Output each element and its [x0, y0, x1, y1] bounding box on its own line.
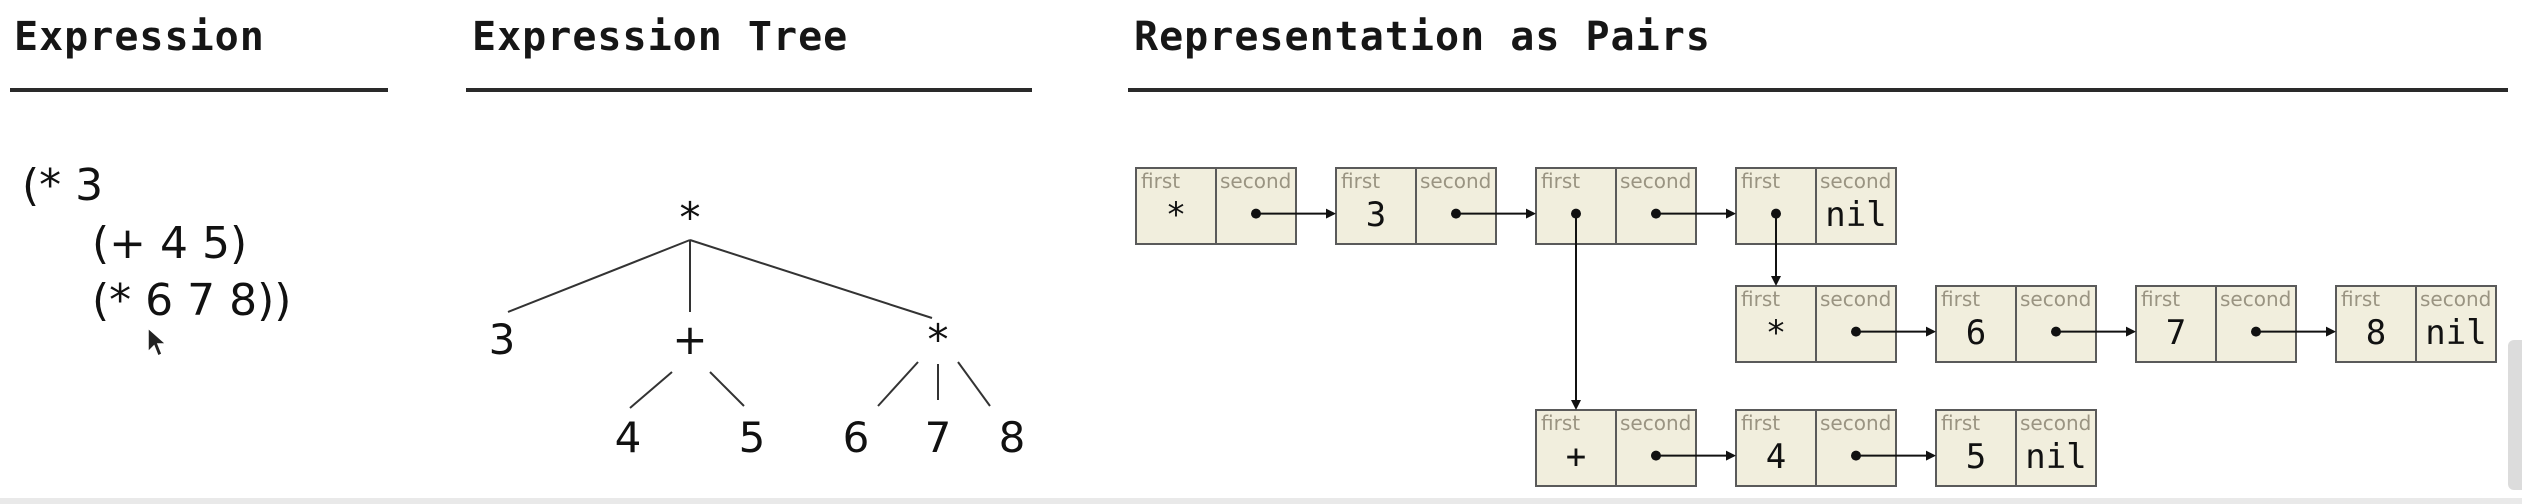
tree-node-8: 8: [999, 413, 1026, 462]
pair-first-cell: [1935, 285, 2017, 363]
pair-second-cell: [1615, 409, 1697, 487]
pair-first-label: first: [1741, 411, 1780, 435]
pair-first-value: *: [1166, 195, 1186, 235]
pair-second-cell: [1815, 285, 1897, 363]
pair-first-label: first: [1141, 169, 1180, 193]
pair-row3-2: first second 4: [1735, 409, 1897, 487]
pair-second-cell: [1615, 167, 1697, 245]
pair-first-label: first: [1541, 169, 1580, 193]
pair-first-label: first: [1541, 411, 1580, 435]
expression-line-3: (* 6 7 8)): [92, 275, 292, 326]
pair-first-cell: [1935, 409, 2017, 487]
pair-second-cell: [2215, 285, 2297, 363]
pair-second-cell: [2015, 285, 2097, 363]
pair-first-label: first: [2141, 287, 2180, 311]
pair-first-label: first: [2341, 287, 2380, 311]
pair-first-label: first: [1941, 287, 1980, 311]
expression-line-2: (+ 4 5): [92, 218, 248, 269]
pair-first-cell: [1735, 409, 1817, 487]
pair-first-cell: [1735, 285, 1817, 363]
pair-row3-3: first second 5 nil: [1935, 409, 2097, 487]
pair-second-label: second: [1620, 169, 1691, 193]
pair-row1-2: first second 3: [1335, 167, 1497, 245]
expression-tree: * 3 + * 4 5 6 7 8: [489, 193, 1026, 462]
tree-node-plus: +: [672, 315, 707, 364]
tree-node-6: 6: [843, 413, 870, 462]
pair-first-cell: [2335, 285, 2417, 363]
tree-node-root: *: [680, 193, 701, 242]
pair-second-label: second: [1620, 411, 1691, 435]
pair-second-value: nil: [1825, 195, 1886, 235]
pair-second-label: second: [2020, 411, 2091, 435]
pair-second-label: second: [1820, 287, 1891, 311]
pair-first-label: first: [1341, 169, 1380, 193]
tree-node-7: 7: [925, 413, 952, 462]
pair-second-label: second: [2220, 287, 2291, 311]
mouse-cursor-icon: [147, 326, 168, 358]
pair-row1-3: first second: [1535, 167, 1697, 245]
pair-second-cell: [1815, 409, 1897, 487]
pair-second-cell: [1215, 167, 1297, 245]
tree-node-3: 3: [489, 315, 516, 364]
scrollbar-edge[interactable]: [2508, 340, 2522, 490]
pair-second-label: second: [1820, 411, 1891, 435]
pair-second-value: nil: [2425, 313, 2486, 353]
pair-first-value: 8: [2366, 313, 2386, 353]
pair-second-label: second: [1820, 169, 1891, 193]
pair-first-cell: [1335, 167, 1417, 245]
pair-first-value: *: [1766, 313, 1786, 353]
pair-second-cell: [2015, 409, 2097, 487]
pair-row2-3: first second 7: [2135, 285, 2297, 363]
pair-first-cell: [1135, 167, 1217, 245]
pair-first-value: 3: [1366, 195, 1386, 235]
pair-second-cell: [1815, 167, 1897, 245]
heading-expression: Expression: [14, 14, 265, 60]
pair-second-label: second: [1420, 169, 1491, 193]
bottom-shade: [0, 498, 2522, 504]
pair-first-label: first: [1741, 169, 1780, 193]
pair-second-label: second: [2020, 287, 2091, 311]
pair-first-value: 4: [1766, 437, 1786, 477]
pair-first-value: +: [1566, 437, 1586, 477]
pair-row2-2: first second 6: [1935, 285, 2097, 363]
pair-first-cell: [1535, 409, 1617, 487]
expression-line-1: (* 3: [22, 160, 104, 211]
rule-representation-as-pairs: [1128, 88, 2508, 92]
pair-row1-1: first second *: [1135, 167, 1297, 245]
pair-second-cell: [1415, 167, 1497, 245]
pair-second-value: nil: [2025, 437, 2086, 477]
pair-first-value: 7: [2166, 313, 2186, 353]
pair-second-label: second: [1220, 169, 1291, 193]
pair-first-label: first: [1941, 411, 1980, 435]
pair-row3-1: first second +: [1535, 409, 1697, 487]
pair-second-label: second: [2420, 287, 2491, 311]
heading-representation-as-pairs: Representation as Pairs: [1134, 14, 1711, 60]
pair-first-label: first: [1741, 287, 1780, 311]
tree-node-4: 4: [615, 413, 642, 462]
pair-first-value: 6: [1966, 313, 1986, 353]
tree-node-5: 5: [739, 413, 766, 462]
pair-row2-1: first second *: [1735, 285, 1897, 363]
pair-row2-4: first second 8 nil: [2335, 285, 2497, 363]
tree-node-times: *: [928, 315, 949, 364]
pair-first-value: 5: [1966, 437, 1986, 477]
heading-expression-tree: Expression Tree: [472, 14, 849, 60]
rule-expression: [10, 88, 388, 92]
pair-second-cell: [2415, 285, 2497, 363]
rule-expression-tree: [466, 88, 1032, 92]
